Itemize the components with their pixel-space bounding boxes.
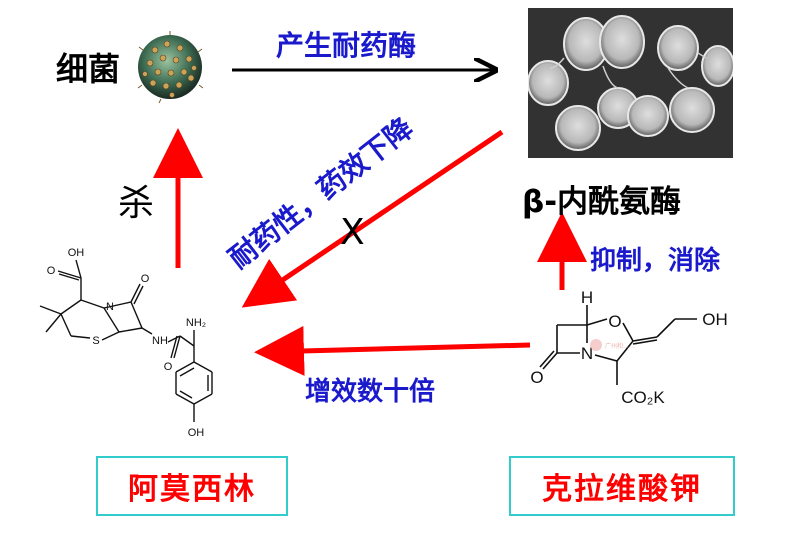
clav-atom-h: H <box>581 288 593 307</box>
amoxicillin-box: 阿莫西林 <box>96 456 288 516</box>
clav-atom-n: N <box>581 344 593 363</box>
beta-lactamase-label: β-内酰氨酶 <box>522 184 682 220</box>
clavulanate-structure: H O OH N O CO₂K 广州和…… <box>530 288 728 407</box>
bacteria-label: 细菌 <box>56 50 121 88</box>
arrow-resistance <box>241 129 504 308</box>
kill-label: 杀 <box>118 183 155 224</box>
bacteria-image <box>137 31 204 104</box>
amox-atom-o-lower: O <box>164 361 173 373</box>
amox-atom-o-right: O <box>141 273 150 285</box>
amox-atom-n: N <box>106 301 114 313</box>
clav-atom-co2k: CO₂K <box>621 388 665 407</box>
amox-atom-oh-top: OH <box>68 247 85 259</box>
inhibit-label: 抑制，消除 <box>590 246 721 276</box>
watermark-logo <box>590 339 602 351</box>
clav-atom-o-ring: O <box>608 312 621 331</box>
produce-enzyme-label: 产生耐药酶 <box>276 29 417 62</box>
clavulanate-box: 克拉维酸钾 <box>509 456 735 516</box>
clav-atom-o-carbonyl: O <box>530 368 543 387</box>
clav-atom-oh: OH <box>702 310 728 329</box>
synergy-label: 增效数十倍 <box>305 377 436 407</box>
arrow-synergy <box>254 325 531 376</box>
blocked-mark: X <box>340 212 365 253</box>
amox-atom-oh-bottom: OH <box>188 427 205 439</box>
amox-atom-nh: NH <box>152 335 168 347</box>
amoxicillin-structure: OH O N O S NH₂ NH O OH <box>39 247 213 439</box>
amox-atom-s: S <box>92 335 99 347</box>
amox-atom-nh2: NH₂ <box>186 317 206 329</box>
watermark-text: 广州和…… <box>605 342 635 350</box>
amox-atom-o-left: O <box>47 265 56 277</box>
enzyme-micrograph <box>528 8 733 158</box>
